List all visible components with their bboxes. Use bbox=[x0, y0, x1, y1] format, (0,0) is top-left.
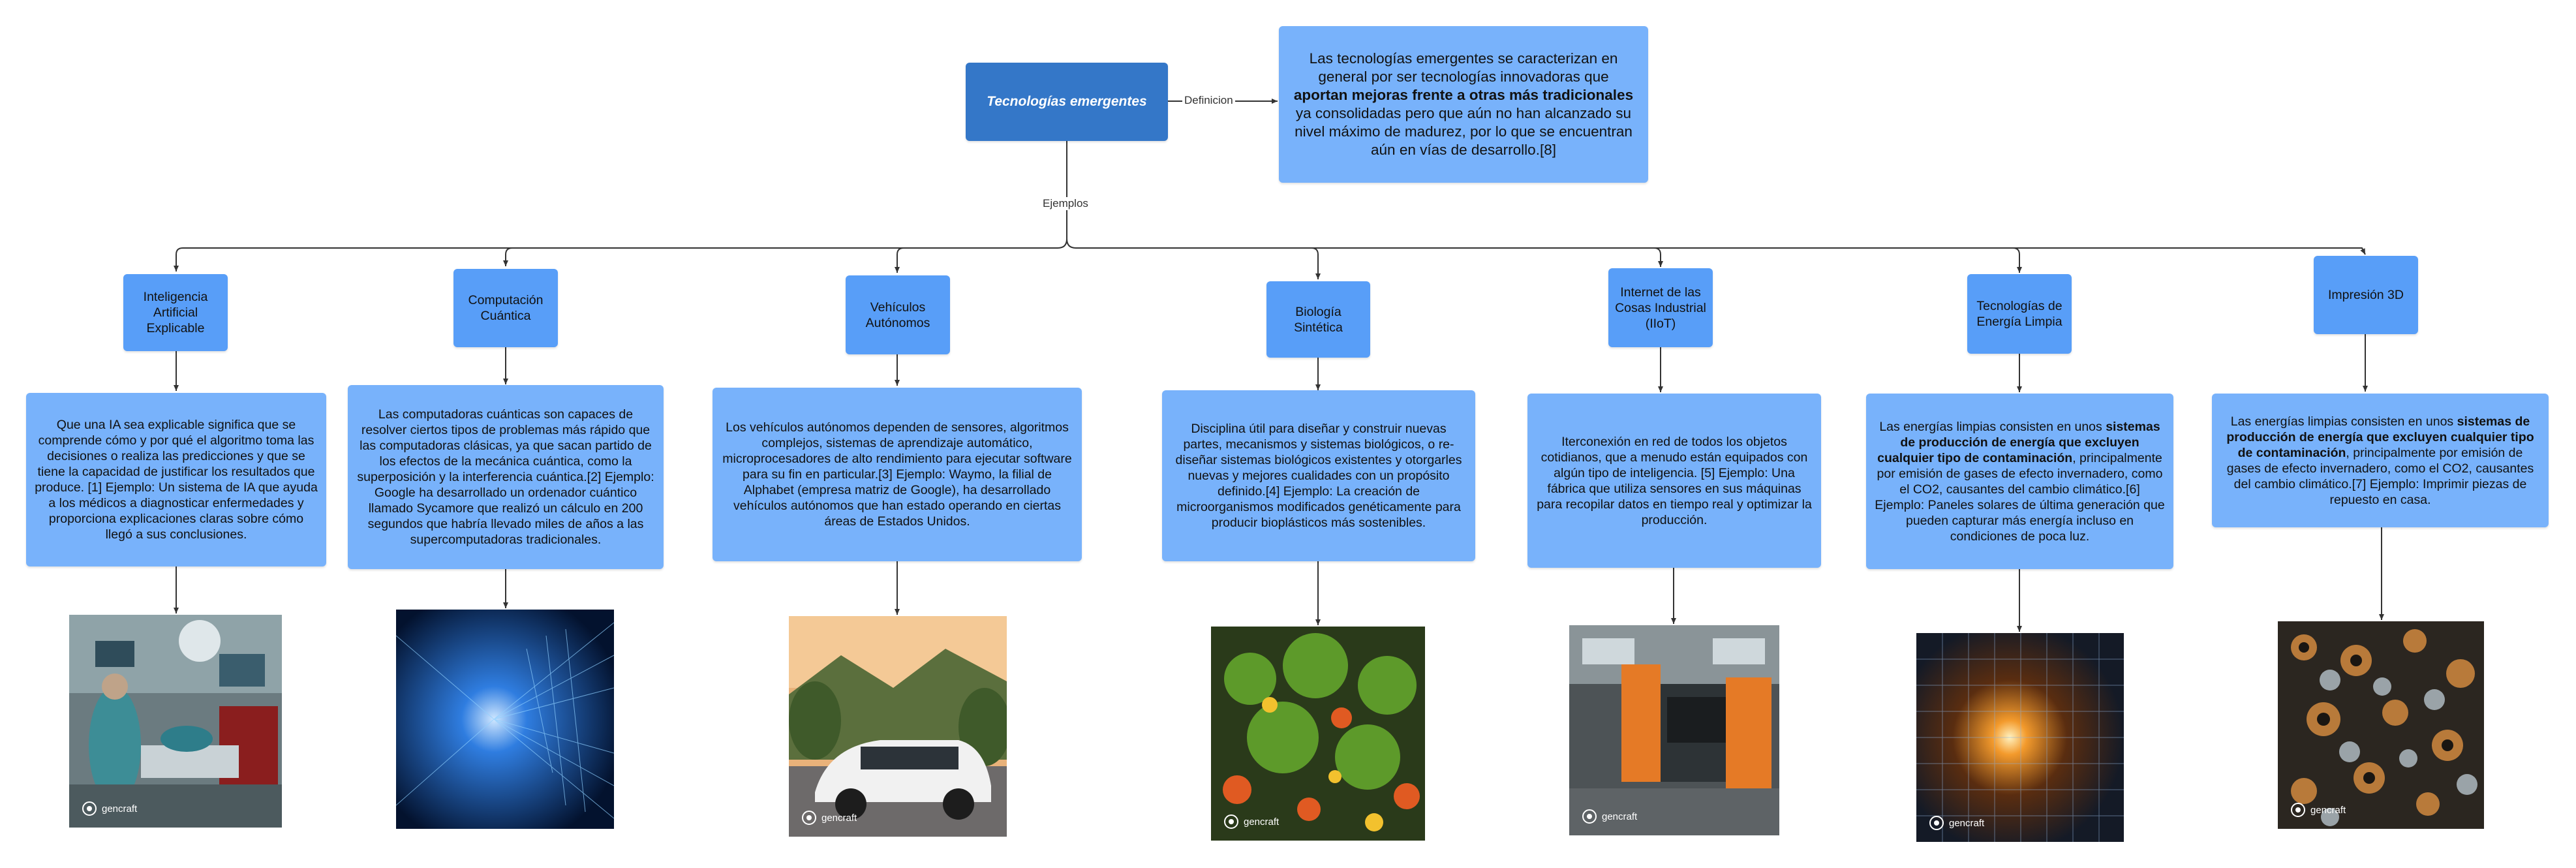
root-node[interactable]: Tecnologías emergentes bbox=[966, 63, 1168, 141]
description-node-autonomous-vehicles[interactable]: Los vehículos autónomos dependen de sens… bbox=[713, 388, 1082, 561]
gencraft-logo-icon bbox=[1929, 816, 1944, 830]
description-node-explainable-ai[interactable]: Que una IA sea explicable significa que … bbox=[26, 393, 326, 566]
examples-edge-label: Ejemplos bbox=[1041, 197, 1090, 210]
category-node-autonomous-vehicles[interactable]: Vehículos Autónomos bbox=[846, 275, 950, 354]
category-node-explainable-ai[interactable]: Inteligencia Artificial Explicable bbox=[123, 274, 228, 351]
gencraft-logo-icon bbox=[82, 801, 97, 816]
watermark: gencraft bbox=[2291, 803, 2346, 817]
definition-node[interactable]: Las tecnologías emergentes se caracteriz… bbox=[1279, 26, 1648, 183]
watermark: gencraft bbox=[1929, 816, 1984, 830]
examples-branch-6 bbox=[1076, 247, 2022, 273]
factory-machine-image: gencraft bbox=[1569, 625, 1779, 835]
category-node-3d-printing[interactable]: Impresión 3D bbox=[2314, 256, 2418, 334]
root-title: Tecnologías emergentes bbox=[987, 94, 1147, 109]
category-node-synthetic-biology[interactable]: Biología Sintética bbox=[1266, 281, 1370, 358]
examples-trunk bbox=[174, 141, 1067, 271]
category-node-iiot[interactable]: Internet de las Cosas Industrial (IIoT) bbox=[1608, 268, 1713, 347]
watermark: gencraft bbox=[1582, 809, 1637, 824]
gencraft-logo-icon bbox=[802, 811, 816, 825]
description-node-clean-energy[interactable]: Las energías limpias consisten en unos s… bbox=[1866, 394, 2173, 569]
solar-panel-image: gencraft bbox=[1916, 633, 2124, 842]
gencraft-logo-icon bbox=[1224, 814, 1238, 829]
category-node-clean-energy[interactable]: Tecnologías de Energía Limpia bbox=[1967, 274, 2072, 354]
examples-branch-2 bbox=[503, 247, 1058, 266]
watermark: gencraft bbox=[802, 811, 857, 825]
watermark: gencraft bbox=[82, 801, 137, 816]
examples-branch-5 bbox=[1076, 247, 1663, 267]
category-node-quantum-computing[interactable]: Computación Cuántica bbox=[453, 269, 558, 347]
description-node-quantum-computing[interactable]: Las computadoras cuánticas son capaces d… bbox=[348, 385, 664, 569]
description-node-iiot[interactable]: Iterconexión en red de todos los objetos… bbox=[1527, 394, 1821, 568]
gencraft-logo-icon bbox=[1582, 809, 1597, 824]
hospital-operating-room-image: gencraft bbox=[69, 615, 282, 828]
description-node-synthetic-biology[interactable]: Disciplina útil para diseñar y construir… bbox=[1162, 390, 1475, 561]
description-node-3d-printing[interactable]: Las energías limpias consisten en unos s… bbox=[2212, 394, 2549, 527]
metal-parts-image: gencraft bbox=[2278, 621, 2484, 829]
examples-branch-3 bbox=[895, 247, 1058, 273]
watermark: gencraft bbox=[1224, 814, 1279, 829]
gencraft-logo-icon bbox=[2291, 803, 2305, 817]
examples-branch-4 bbox=[1066, 238, 1321, 279]
quantum-network-image bbox=[396, 610, 614, 829]
organic-cells-image: gencraft bbox=[1211, 627, 1425, 841]
autonomous-minivan-image: gencraft bbox=[789, 616, 1007, 837]
examples-branch-7 bbox=[1076, 247, 2366, 255]
definition-edge-label: Definicion bbox=[1182, 94, 1235, 107]
definition-text: Las tecnologías emergentes se caracteriz… bbox=[1293, 50, 1634, 158]
